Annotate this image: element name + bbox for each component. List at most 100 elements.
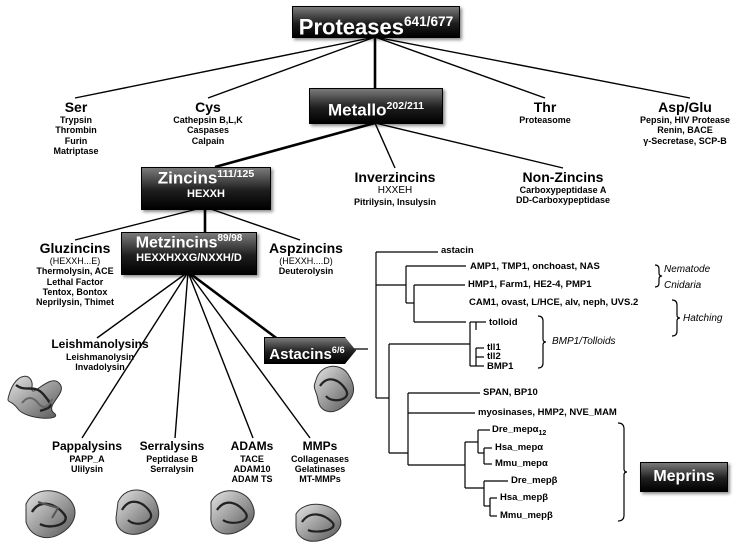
proteases-count: 641/677 [403, 14, 454, 29]
branch-item: Proteasome [519, 115, 571, 126]
family-title: ADAMs [230, 439, 274, 453]
branch-item: Pepsin, HIV Protease [639, 115, 731, 126]
family-item: Gelatinases [294, 464, 346, 475]
branch-item: γ-Secretase, SCP-B [643, 135, 727, 146]
clade-nematode: Nematode [664, 264, 711, 275]
leaf-myo: myosinases, HMP2, NVE_MAM [478, 407, 617, 418]
leaf-mmu-mep-alpha: Mmu_mepα [495, 458, 548, 469]
family-item: Invadolysin [75, 362, 125, 373]
family-item: PAPP_A [69, 453, 105, 464]
motif-label: (HEXXH....D) [279, 256, 333, 267]
proteases-box: Proteases641/677 [292, 6, 460, 40]
leaf-hsa-mep-beta: Hsa_mepβ [500, 492, 549, 503]
family-adams: ADAMs TACE ADAM10 ADAM TS [222, 439, 282, 485]
metzincins-box: Metzincins89/98 HEXXHXXG/NXXH/D [121, 232, 257, 275]
protein-structure-pappalysin [25, 490, 76, 538]
leaf-hsa-mep-alpha: Hsa_mepα [495, 442, 544, 453]
family-title: Pappalysins [51, 439, 123, 453]
branch-item: DD-Carboxypeptidase [515, 195, 611, 206]
branch-ser: Ser Trypsin Thrombin Furin Matriptase [40, 99, 112, 156]
family-item: Serralysin [150, 464, 194, 475]
leaf-span: SPAN, BP10 [483, 387, 538, 398]
clade-hatching: Hatching [683, 313, 723, 324]
hierarchy-lines [74, 36, 691, 522]
zincins-count: 111/125 [217, 168, 255, 180]
branch-item: Pitrilysin, Insulysin [353, 196, 437, 207]
leaf-bmp1: BMP1 [487, 361, 514, 372]
branch-cys: Cys Cathepsin B,L,K Caspases Calpain [153, 99, 263, 146]
leaf-hmp: HMP1, Farm1, HE2-4, PMP1 [468, 279, 592, 290]
branch-inverzincins: Inverzincins HXXEH Pitrilysin, Insulysin [335, 169, 455, 207]
family-mmps: MMPs Collagenases Gelatinases MT-MMPs [282, 439, 358, 485]
branch-asp-glu: Asp/Glu Pepsin, HIV Protease Renin, BACE… [620, 99, 750, 146]
leaf-dre-mep-alpha-label: Dre_mepα [492, 424, 539, 435]
meprins-label: Meprins [653, 468, 715, 485]
family-leishmanolysins: Leishmanolysins Leishmanolysin Invadolys… [45, 337, 155, 373]
leaf-mmu-mep-beta: Mmu_mepβ [500, 510, 553, 521]
branch-title: Non-Zincins [522, 169, 604, 185]
family-item: ADAM10 [233, 464, 271, 475]
branch-item: Thrombin [55, 125, 97, 136]
leaf-dre-mep-alpha-sub: 12 [538, 429, 547, 437]
branch-item: Neprilysin, Thimet [35, 297, 115, 308]
branch-title: Inverzincins [354, 169, 436, 185]
branch-item: Deuterolysin [278, 266, 334, 277]
leaf-dre-mep-beta: Dre_mepβ [511, 475, 558, 486]
protein-structure-leishmanolysin [7, 375, 62, 419]
clade-bmp1-tolloids: BMP1/Tolloids [552, 336, 616, 347]
branch-item: Calpain [191, 135, 225, 146]
astacins-count: 6/6 [331, 345, 345, 355]
branch-item: Matriptase [53, 146, 99, 157]
family-title: Serralysins [139, 439, 205, 453]
protein-structure-adam [210, 490, 255, 535]
metzincins-label: Metzincins [135, 234, 218, 252]
meprins-box: Meprins [640, 462, 728, 492]
family-item: ADAM TS [231, 474, 273, 485]
family-title: Leishmanolysins [51, 337, 149, 351]
branch-title: Asp/Glu [658, 99, 712, 115]
branch-item: Tentox, Bontox [42, 287, 108, 298]
leaf-amp: AMP1, TMP1, onchoast, NAS [470, 261, 600, 272]
branch-gluzincins: Gluzincins (HEXXH...E) Thermolysin, ACE … [20, 240, 130, 308]
protein-structure-astacin [313, 365, 354, 413]
metallo-label: Metallo [327, 100, 387, 120]
family-item: Peptidase B [146, 453, 198, 464]
leaf-tll2: tll2 [487, 351, 501, 362]
branch-item: Renin, BACE [657, 125, 713, 136]
branch-title: Ser [64, 99, 88, 115]
family-item: Ulilysin [70, 464, 103, 475]
branch-item: Caspases [186, 125, 230, 136]
branch-non-zincins: Non-Zincins Carboxypeptidase A DD-Carbox… [500, 169, 626, 206]
branch-item: Trypsin [59, 115, 92, 126]
zincins-box: Zincins111/125 HEXXH [141, 167, 271, 210]
metallo-count: 202/211 [386, 100, 425, 112]
family-item: TACE [240, 453, 264, 464]
branch-item: Thermolysin, ACE [36, 266, 114, 277]
branch-item: Cathepsin B,L,K [173, 115, 243, 126]
family-title: MMPs [302, 439, 338, 453]
leaf-tll1: tll1 [487, 342, 501, 353]
motif-label: HXXEH [377, 185, 413, 197]
zincins-motif: HEXXH [187, 188, 225, 201]
leaf-dre-mep-alpha: Dre_mepα12 [492, 425, 546, 437]
zincins-label: Zincins [157, 168, 218, 188]
branch-item: Furin [64, 135, 88, 146]
branch-title: Aspzincins [269, 240, 343, 256]
family-serralysins: Serralysins Peptidase B Serralysin [130, 439, 214, 475]
proteases-label: Proteases [298, 14, 404, 40]
astacins-label: Astacins [269, 346, 332, 363]
leaf-tolloid-final: tolloid [489, 317, 518, 328]
leaf-cam: CAM1, ovast, L/HCE, alv, neph, UVS.2 [469, 297, 639, 308]
clade-cnidaria: Cnidaria [664, 280, 702, 291]
family-item: Leishmanolysin [65, 351, 135, 362]
protein-structure-mmp [295, 503, 342, 542]
branch-title: Cys [195, 99, 221, 115]
metallo-box: Metallo202/211 [309, 88, 443, 124]
branch-aspzincins: Aspzincins (HEXXH....D) Deuterolysin [268, 240, 344, 277]
family-item: Collagenases [290, 453, 350, 464]
family-pappalysins: Pappalysins PAPP_A Ulilysin [45, 439, 129, 475]
family-item: MT-MMPs [299, 474, 341, 485]
branch-title: Thr [533, 99, 557, 115]
branch-item: Carboxypeptidase A [519, 185, 607, 196]
